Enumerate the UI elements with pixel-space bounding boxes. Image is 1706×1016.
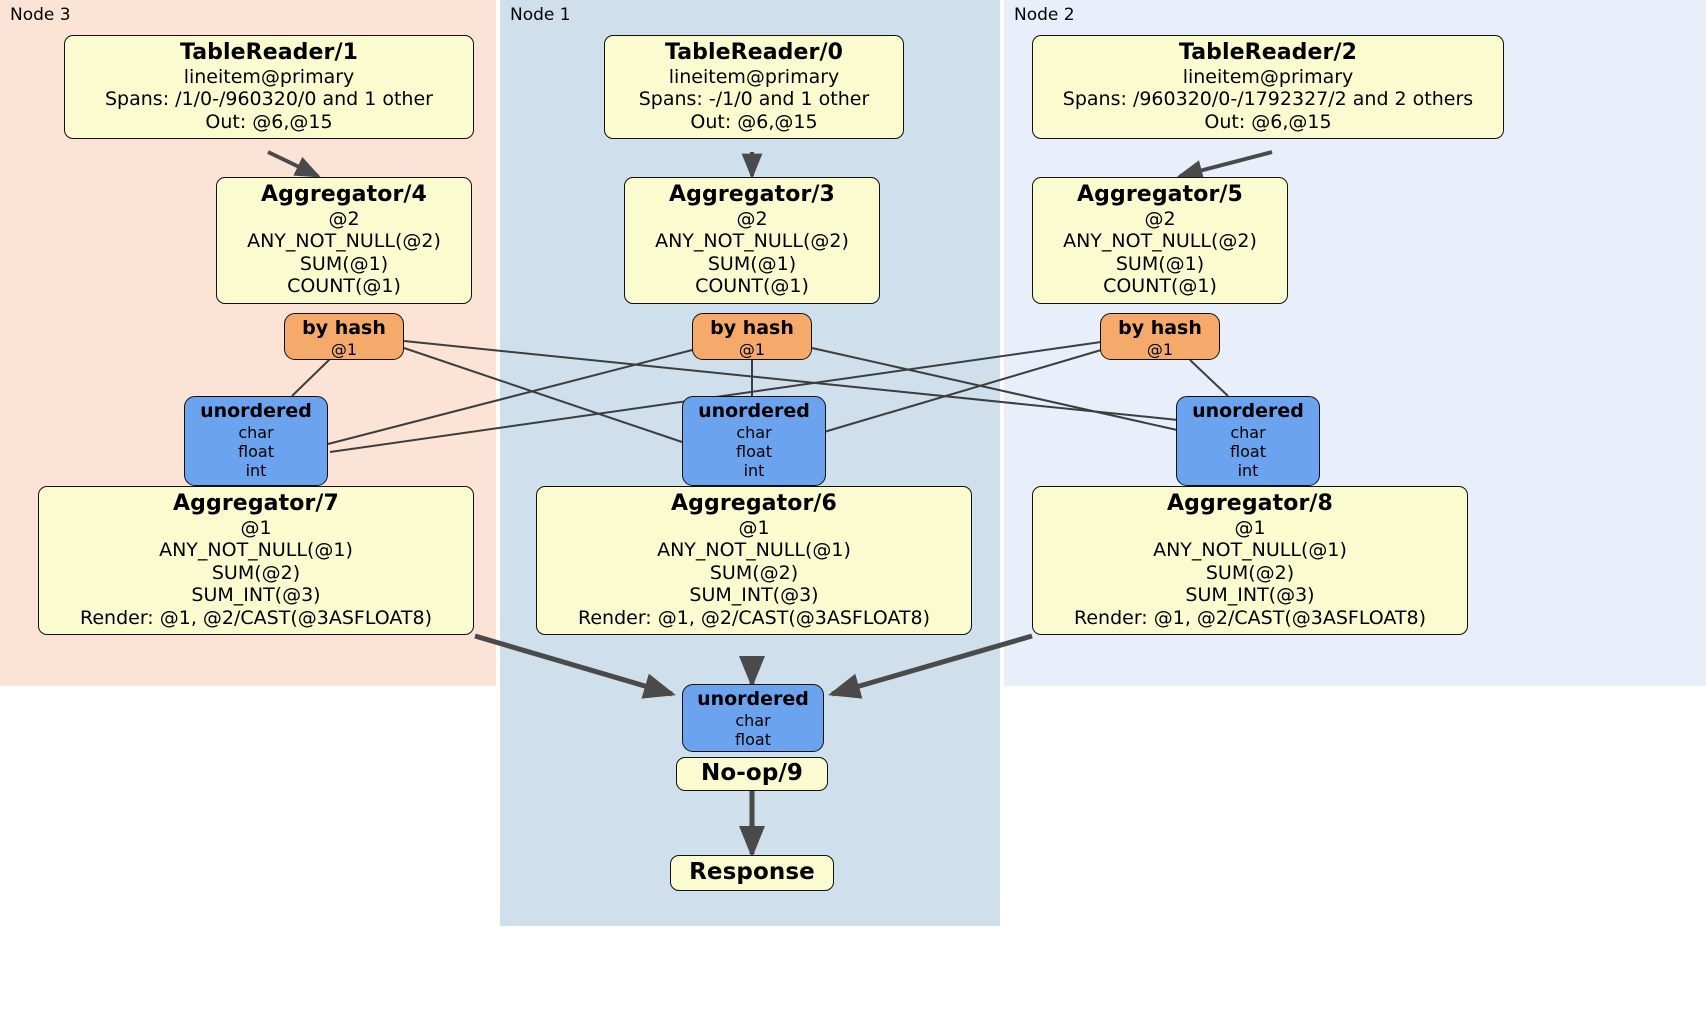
processor-line: Spans: -/1/0 and 1 other xyxy=(638,88,870,111)
router-unordered-node1[interactable]: unordered char float int xyxy=(682,396,826,486)
processor-response[interactable]: Response xyxy=(670,855,834,891)
router-line: char xyxy=(736,422,772,442)
processor-line: @2 xyxy=(736,207,768,230)
router-by-hash-node3[interactable]: by hash @1 xyxy=(284,313,404,360)
processor-line: SUM_INT(@3) xyxy=(1185,584,1315,607)
processor-line: SUM(@1) xyxy=(299,252,389,275)
processor-table-reader-1[interactable]: TableReader/1 lineitem@primary Spans: /1… xyxy=(64,35,474,140)
processor-aggregator-8[interactable]: Aggregator/8 @1 ANY_NOT_NULL(@1) SUM(@2)… xyxy=(1032,486,1468,635)
processor-table-reader-0[interactable]: TableReader/0 lineitem@primary Spans: -/… xyxy=(604,35,904,140)
processor-line: @2 xyxy=(328,207,360,230)
node-panel-label-node1: Node 1 xyxy=(510,5,571,25)
processor-line: @1 xyxy=(240,516,272,539)
processor-title: Aggregator/6 xyxy=(671,491,837,516)
processor-line: @1 xyxy=(1234,516,1266,539)
router-line: float xyxy=(238,441,274,461)
processor-line: @1 xyxy=(738,516,770,539)
router-title: unordered xyxy=(1192,400,1304,422)
router-line: char xyxy=(1230,422,1266,442)
router-line: @1 xyxy=(738,339,766,359)
router-line: int xyxy=(743,461,765,481)
processor-line: SUM(@2) xyxy=(1205,561,1295,584)
processor-line: @2 xyxy=(1144,207,1176,230)
router-title: unordered xyxy=(697,688,809,710)
processor-title: Response xyxy=(689,859,815,886)
router-by-hash-node2[interactable]: by hash @1 xyxy=(1100,313,1220,360)
processor-line: Render: @1, @2/CAST(@3ASFLOAT8) xyxy=(578,606,930,629)
processor-line: SUM(@1) xyxy=(1115,252,1205,275)
router-title: by hash xyxy=(710,317,794,339)
processor-aggregator-3[interactable]: Aggregator/3 @2 ANY_NOT_NULL(@2) SUM(@1)… xyxy=(624,177,880,304)
processor-title: TableReader/0 xyxy=(664,40,844,65)
router-title: by hash xyxy=(1118,317,1202,339)
processor-line: ANY_NOT_NULL(@2) xyxy=(247,230,441,253)
processor-aggregator-7[interactable]: Aggregator/7 @1 ANY_NOT_NULL(@1) SUM(@2)… xyxy=(38,486,474,635)
processor-line: Out: @6,@15 xyxy=(205,110,333,133)
processor-line: ANY_NOT_NULL(@2) xyxy=(655,230,849,253)
router-line: int xyxy=(245,461,267,481)
router-title: unordered xyxy=(200,400,312,422)
processor-line: Render: @1, @2/CAST(@3ASFLOAT8) xyxy=(1074,606,1426,629)
processor-title: TableReader/1 xyxy=(179,40,359,65)
processor-table-reader-2[interactable]: TableReader/2 lineitem@primary Spans: /9… xyxy=(1032,35,1504,140)
processor-title: Aggregator/4 xyxy=(261,182,427,207)
processor-line: COUNT(@1) xyxy=(1103,275,1217,298)
router-line: char xyxy=(238,422,274,442)
processor-line: SUM_INT(@3) xyxy=(689,584,819,607)
processor-line: Render: @1, @2/CAST(@3ASFLOAT8) xyxy=(80,606,432,629)
processor-aggregator-5[interactable]: Aggregator/5 @2 ANY_NOT_NULL(@2) SUM(@1)… xyxy=(1032,177,1288,304)
processor-line: lineitem@primary xyxy=(183,65,355,88)
processor-line: lineitem@primary xyxy=(668,65,840,88)
processor-line: ANY_NOT_NULL(@2) xyxy=(1063,230,1257,253)
router-line: float xyxy=(1230,441,1266,461)
processor-line: SUM_INT(@3) xyxy=(191,584,321,607)
processor-aggregator-6[interactable]: Aggregator/6 @1 ANY_NOT_NULL(@1) SUM(@2)… xyxy=(536,486,972,635)
router-title: unordered xyxy=(698,400,810,422)
processor-line: COUNT(@1) xyxy=(287,275,401,298)
processor-title: Aggregator/7 xyxy=(173,491,339,516)
processor-line: lineitem@primary xyxy=(1182,65,1354,88)
processor-line: Spans: /1/0-/960320/0 and 1 other xyxy=(105,88,433,111)
node-panel-label-node2: Node 2 xyxy=(1014,5,1075,25)
router-unordered-final[interactable]: unordered char float xyxy=(682,684,824,752)
router-unordered-node2[interactable]: unordered char float int xyxy=(1176,396,1320,486)
router-unordered-node3[interactable]: unordered char float int xyxy=(184,396,328,486)
processor-line: Out: @6,@15 xyxy=(690,110,818,133)
router-line: char xyxy=(735,710,771,730)
node-panel-label-node3: Node 3 xyxy=(10,5,71,25)
processor-title: Aggregator/5 xyxy=(1077,182,1243,207)
router-by-hash-node1[interactable]: by hash @1 xyxy=(692,313,812,360)
processor-title: Aggregator/8 xyxy=(1167,491,1333,516)
processor-no-op-9[interactable]: No-op/9 xyxy=(676,757,828,791)
router-line: @1 xyxy=(1146,339,1174,359)
processor-line: ANY_NOT_NULL(@1) xyxy=(1153,539,1347,562)
processor-line: SUM(@2) xyxy=(709,561,799,584)
processor-line: ANY_NOT_NULL(@1) xyxy=(657,539,851,562)
processor-line: SUM(@1) xyxy=(707,252,797,275)
router-line: @1 xyxy=(330,339,358,359)
router-line: float xyxy=(735,729,771,749)
processor-title: Aggregator/3 xyxy=(669,182,835,207)
processor-line: ANY_NOT_NULL(@1) xyxy=(159,539,353,562)
processor-title: TableReader/2 xyxy=(1178,40,1358,65)
router-line: float xyxy=(736,441,772,461)
processor-aggregator-4[interactable]: Aggregator/4 @2 ANY_NOT_NULL(@2) SUM(@1)… xyxy=(216,177,472,304)
processor-line: SUM(@2) xyxy=(211,561,301,584)
processor-line: COUNT(@1) xyxy=(695,275,809,298)
processor-line: Out: @6,@15 xyxy=(1204,110,1332,133)
processor-title: No-op/9 xyxy=(701,760,803,787)
router-title: by hash xyxy=(302,317,386,339)
router-line: int xyxy=(1237,461,1259,481)
processor-line: Spans: /960320/0-/1792327/2 and 2 others xyxy=(1062,88,1474,111)
